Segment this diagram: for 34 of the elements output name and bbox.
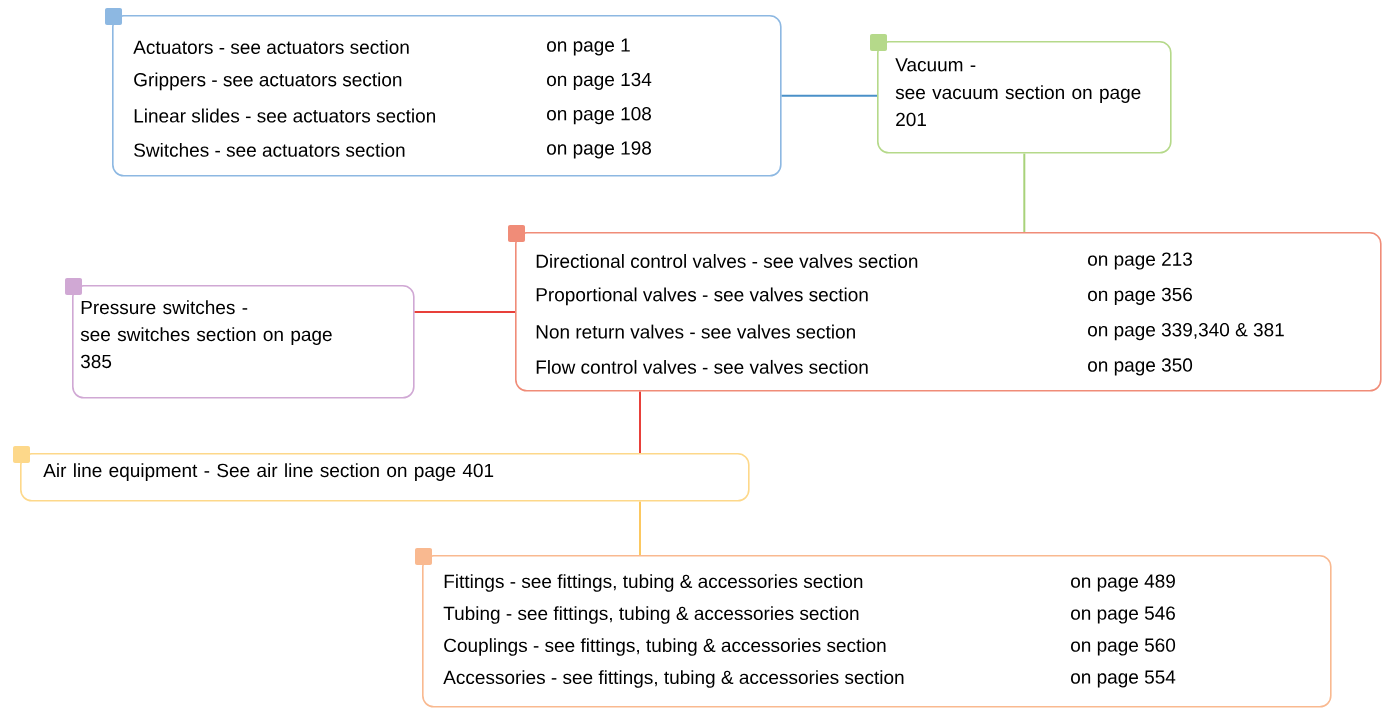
connector-line bbox=[1023, 152, 1026, 233]
item-text: Non return valves - see valves section bbox=[536, 324, 855, 339]
item-text: Proportional valves - see valves section bbox=[536, 287, 868, 306]
page-reference: on page 213 bbox=[1088, 252, 1192, 270]
page-reference: on page 134 bbox=[547, 72, 652, 90]
item-text: Linear slides - see actuators section bbox=[134, 108, 436, 123]
connector-line bbox=[780, 94, 878, 97]
page-reference: on page 554 bbox=[1071, 670, 1176, 688]
page-reference: on page 489 bbox=[1071, 574, 1175, 592]
item-text: Actuators - see actuators section bbox=[133, 40, 409, 54]
box-heading: Pressure switches - bbox=[81, 300, 248, 315]
page-reference: on page 339,340 & 381 bbox=[1088, 323, 1284, 341]
box-heading: Vacuum - bbox=[895, 58, 976, 72]
box-text: see vacuum section on page 201 bbox=[895, 85, 1141, 127]
page-reference: on page 1 bbox=[547, 38, 630, 56]
page-reference: on page 356 bbox=[1088, 287, 1192, 305]
item-text: Fittings - see fittings, tubing & accessories section bbox=[444, 574, 863, 592]
item-text: Tubing - see fittings, tubing & accessories section bbox=[443, 606, 859, 624]
page-reference: on page 108 bbox=[547, 107, 651, 125]
connector-line bbox=[413, 311, 516, 313]
item-text: Directional control valves - see valves section bbox=[536, 254, 918, 268]
page-reference: on page 560 bbox=[1071, 638, 1176, 656]
item-text: Switches - see actuators section bbox=[134, 142, 405, 157]
connector-line bbox=[639, 390, 641, 454]
box-text: see switches section on page 385 bbox=[80, 327, 332, 369]
item-text: Grippers - see actuators section bbox=[134, 72, 402, 91]
connector-line bbox=[639, 500, 641, 556]
box-text: Air line equipment - See air line section on page 401 bbox=[43, 463, 494, 481]
page-reference: on page 546 bbox=[1071, 606, 1175, 624]
item-text: Couplings - see fittings, tubing & accessories section bbox=[444, 638, 886, 656]
item-text: Flow control valves - see valves section bbox=[536, 359, 868, 374]
page-reference: on page 350 bbox=[1088, 358, 1193, 376]
item-text: Accessories - see fittings, tubing & accessories section bbox=[443, 670, 904, 688]
page-reference: on page 198 bbox=[547, 141, 651, 159]
